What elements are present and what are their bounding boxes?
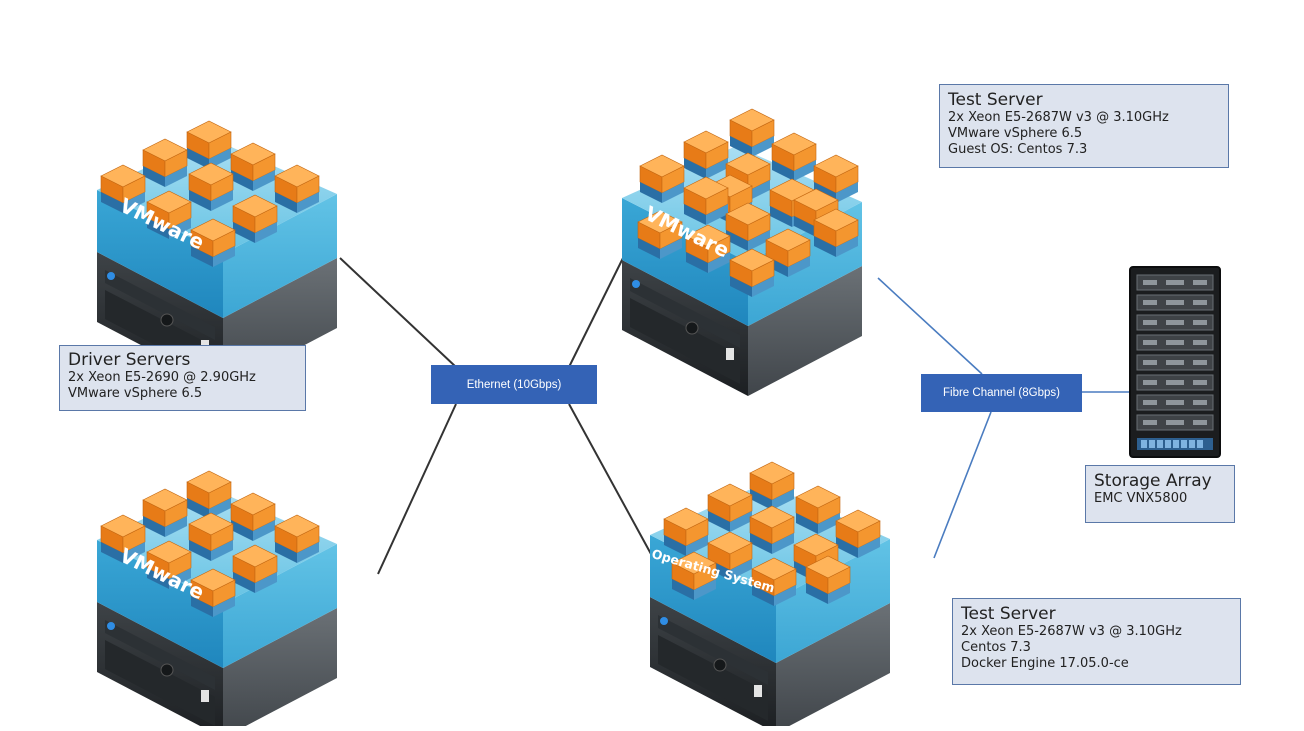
power-led-icon [660, 617, 668, 625]
virtual-machine-cube-icon [100, 514, 146, 563]
virtual-machine-cube-icon [729, 108, 775, 157]
virtual-machine-cube-icon [232, 544, 278, 593]
server-chassis-icon [650, 597, 890, 731]
test-server-docker-title: Test Server [961, 604, 1056, 624]
virtual-machine-cube-icon [100, 164, 146, 213]
test-server-vmware-info: Test Server 2x Xeon E5-2687W v3 @ 3.10GH… [939, 84, 1229, 168]
virtual-machine-cube-icon [671, 551, 717, 600]
virtual-machine-cube-icon [725, 202, 771, 251]
virtual-machine-cube-icon [190, 218, 236, 267]
virtual-machine-cube-icon [835, 509, 881, 558]
fibre-channel-label: Fibre Channel (8Gbps) [921, 374, 1082, 412]
virtual-machine-cube-icon [186, 120, 232, 169]
virtual-machine-cube-icon [639, 154, 685, 203]
test-server-docker: Operating System [650, 461, 890, 731]
server-chassis-icon [97, 602, 337, 731]
ethernet-label: Ethernet (10Gbps) [431, 365, 597, 404]
driver-server-top: VMware [97, 120, 337, 388]
virtual-machine-cube-icon [683, 130, 729, 179]
virtual-machine-cube-icon [146, 540, 192, 589]
ethernet-link [339, 257, 457, 368]
virtual-machine-cube-icon [663, 507, 709, 556]
virtual-machine-cube-icon [142, 488, 188, 537]
test-server-docker-info: Test Server 2x Xeon E5-2687W v3 @ 3.10GH… [952, 598, 1241, 685]
virtual-machine-cube-icon [186, 470, 232, 519]
storage-array-info: Storage Array EMC VNX5800 [1085, 465, 1235, 523]
virtual-machine-cube-icon [190, 568, 236, 617]
driver-server-bottom: VMware [97, 470, 337, 731]
virtual-machine-cube-icon [683, 176, 729, 225]
virtual-machine-cube-icon [729, 248, 775, 297]
virtual-machine-cube-icon [707, 483, 753, 532]
test-server-docker-os: Centos 7.3 [961, 640, 1031, 655]
driver-servers-hypervisor: VMware vSphere 6.5 [68, 386, 203, 401]
test-server-vmware: VMware [622, 108, 862, 396]
virtual-machine-cube-icon [188, 512, 234, 561]
virtual-machine-cube-icon [146, 190, 192, 239]
test-server-docker-engine: Docker Engine 17.05.0-ce [961, 656, 1129, 671]
power-led-icon [632, 280, 640, 288]
virtual-machine-cube-icon [230, 142, 276, 191]
virtual-machine-cube-icon [749, 505, 795, 554]
ethernet-link [377, 403, 457, 575]
test-server-vmware-cpu: 2x Xeon E5-2687W v3 @ 3.10GHz [948, 110, 1169, 125]
connection-lines [339, 255, 1132, 575]
ethernet-link [568, 403, 652, 555]
driver-servers-title: Driver Servers [68, 350, 191, 370]
ethernet-link [568, 255, 625, 368]
test-server-docker-cpu: 2x Xeon E5-2687W v3 @ 3.10GHz [961, 624, 1182, 639]
virtual-machine-cube-icon [749, 461, 795, 510]
storage-array-icon [1129, 266, 1221, 458]
virtual-machine-cube-icon [188, 162, 234, 211]
power-led-icon [107, 622, 115, 630]
virtual-machine-cube-icon [771, 132, 817, 181]
virtual-machine-cube-icon [232, 194, 278, 243]
virtual-machine-cube-icon [795, 485, 841, 534]
storage-array-title: Storage Array [1094, 471, 1212, 491]
virtual-machine-cube-icon [274, 164, 320, 213]
virtual-machine-cube-icon [230, 492, 276, 541]
virtual-machine-cube-icon [751, 557, 797, 606]
test-server-vmware-guest-os: Guest OS: Centos 7.3 [948, 142, 1088, 157]
virtual-machine-cube-icon [637, 210, 683, 259]
fibre-link [877, 277, 983, 375]
storage-array-model: EMC VNX5800 [1094, 491, 1188, 506]
virtual-machine-cube-icon [274, 514, 320, 563]
server-chassis-icon [622, 260, 862, 396]
virtual-machine-cube-icon [805, 555, 851, 604]
virtual-machine-cube-icon [813, 208, 859, 257]
virtual-machine-cube-icon [142, 138, 188, 187]
virtual-machine-cube-icon [685, 224, 731, 273]
test-server-vmware-title: Test Server [948, 90, 1043, 110]
fibre-link [933, 411, 992, 559]
power-led-icon [107, 272, 115, 280]
driver-servers-info: Driver Servers 2x Xeon E5-2690 @ 2.90GHz… [59, 345, 306, 411]
test-server-vmware-hypervisor: VMware vSphere 6.5 [948, 126, 1083, 141]
driver-servers-cpu: 2x Xeon E5-2690 @ 2.90GHz [68, 370, 256, 385]
